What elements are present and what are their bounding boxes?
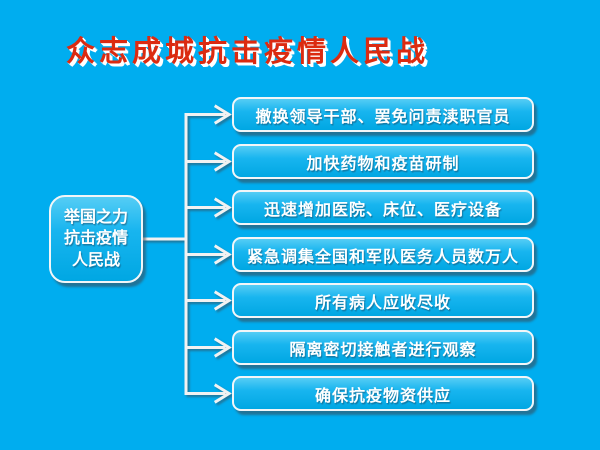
branch-node-supplies: 确保抗疫物资供应 [232, 376, 534, 411]
root-node: 举国之力 抗击疫情 人民战 [49, 195, 143, 283]
arrow-right-icon [213, 337, 232, 358]
branch-node-medical-personnel: 紧急调集全国和军队医务人员数万人 [232, 237, 534, 272]
arrow-right-icon [213, 197, 232, 218]
branch-node-isolate-contacts: 隔离密切接触者进行观察 [232, 330, 534, 365]
branch-node-drug-vaccine: 加快药物和疫苗研制 [232, 144, 534, 179]
arrow-right-icon [213, 290, 232, 311]
arrow-right-icon [213, 151, 232, 172]
branch-node-hospitals-beds: 迅速增加医院、床位、医疗设备 [232, 190, 534, 225]
root-node-line: 抗击疫情 [63, 230, 128, 248]
root-node-line: 举国之力 [63, 208, 128, 226]
arrow-right-icon [213, 104, 232, 125]
diagram-title: 众志成城抗击疫情人民战 [66, 36, 430, 68]
root-node-line: 人民战 [71, 251, 120, 269]
branch-node-replace-officials: 撤换领导干部、罢免问责渎职官员 [232, 97, 534, 132]
arrow-right-icon [213, 383, 232, 404]
branch-node-admit-patients: 所有病人应收尽收 [232, 283, 534, 318]
arrow-right-icon [213, 244, 232, 265]
